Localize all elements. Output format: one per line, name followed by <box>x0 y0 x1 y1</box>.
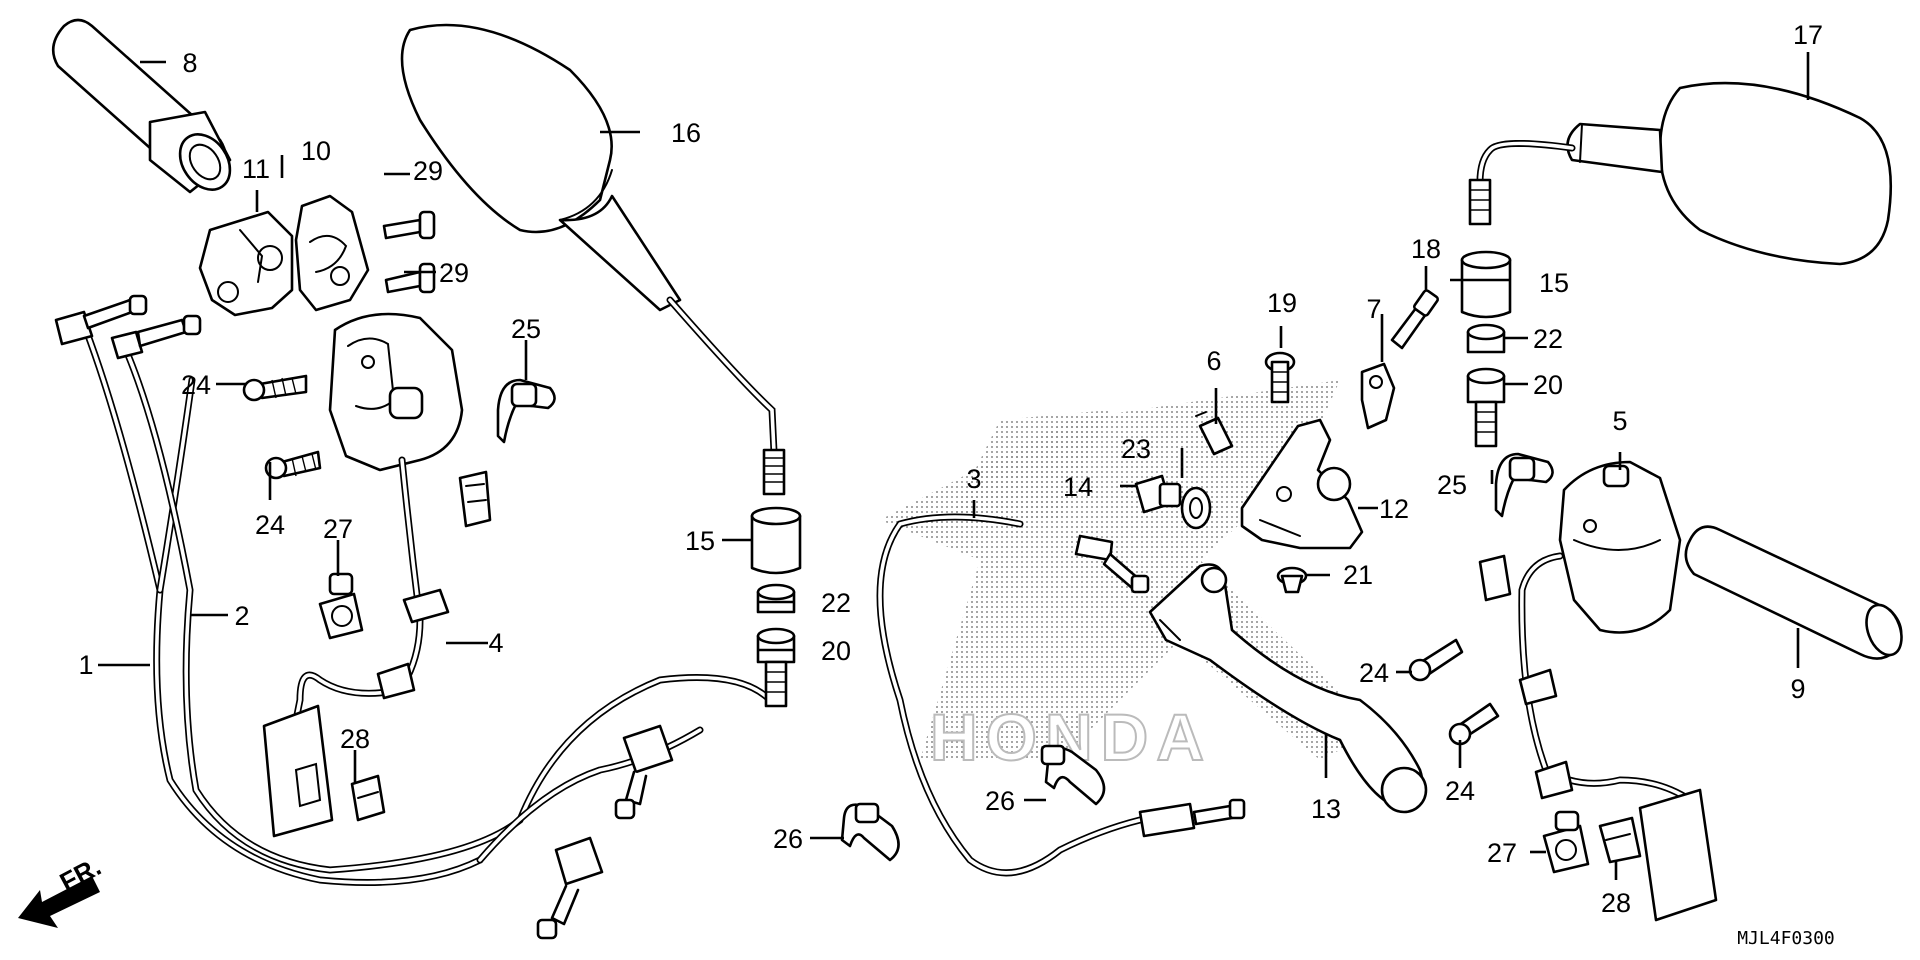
nut-23 <box>1180 486 1212 530</box>
callout-6: 6 <box>1206 346 1221 376</box>
callout-11: 11 <box>242 154 270 184</box>
callout-29-upper: 29 <box>413 156 443 186</box>
callout-18: 18 <box>1411 234 1441 264</box>
wire-clip-28-right <box>1598 816 1642 864</box>
callout-1: 1 <box>78 650 93 680</box>
nut-22-left <box>756 583 796 614</box>
callout-24-c: 24 <box>1359 658 1389 688</box>
cable-band-25-left <box>496 378 556 444</box>
callout-20-left: 20 <box>821 636 851 666</box>
bolt-14 <box>1134 474 1182 514</box>
callout-26-right: 26 <box>985 786 1015 816</box>
callout-12: 12 <box>1379 494 1409 524</box>
callout-17: 17 <box>1793 20 1823 50</box>
callout-7: 7 <box>1366 294 1381 324</box>
leader-lines <box>98 52 1810 880</box>
screw-29-upper <box>382 210 436 240</box>
diagram-code: MJL4F0300 <box>1737 928 1835 949</box>
bracket-holder-7 <box>1360 362 1396 430</box>
callout-29-lower: 29 <box>439 258 469 288</box>
callout-8: 8 <box>182 48 197 78</box>
cable-band-26-right <box>1040 744 1106 806</box>
callout-15-left: 15 <box>685 526 715 556</box>
left-switch-assembly <box>262 312 492 838</box>
cable-end-fittings <box>54 294 674 940</box>
callout-16: 16 <box>671 118 701 148</box>
callout-21: 21 <box>1343 560 1373 590</box>
screw-29-lower <box>384 262 436 294</box>
bolt-24-lower-left <box>264 450 322 480</box>
callout-26-left: 26 <box>773 824 803 854</box>
callout-20-right: 20 <box>1533 370 1563 400</box>
callout-22-left: 22 <box>821 588 851 618</box>
wire-clamp-27-left <box>318 572 364 640</box>
switch-clamp-lower <box>198 210 294 317</box>
mirror-adapter-cap-15-right <box>1460 250 1512 319</box>
screw-18 <box>1390 289 1439 350</box>
callout-14: 14 <box>1063 472 1093 502</box>
bolt-24-lower-right <box>1448 702 1500 746</box>
callout-2: 2 <box>234 601 249 631</box>
callout-15-right: 15 <box>1539 268 1569 298</box>
clutch-lever-bracket <box>1240 418 1364 550</box>
cable-band-26-left <box>840 802 900 862</box>
honda-watermark-text: HONDA <box>930 700 1212 774</box>
callout-23: 23 <box>1121 434 1151 464</box>
mirror-adapter-cap-15-left <box>750 506 802 575</box>
bolt-24-upper-right <box>1408 638 1464 682</box>
callout-5: 5 <box>1612 406 1627 436</box>
callout-27-right: 27 <box>1487 838 1517 868</box>
wire-clamp-27-right <box>1542 810 1590 874</box>
callout-10: 10 <box>301 136 331 166</box>
clutch-cable-3 <box>876 513 1246 877</box>
callout-24-b: 24 <box>255 510 285 540</box>
left-grip <box>51 18 232 194</box>
adapter-20-right <box>1466 367 1506 448</box>
right-switch-assembly <box>1478 460 1718 922</box>
left-mirror <box>400 23 786 496</box>
cable-band-25-right <box>1494 452 1554 518</box>
right-grip <box>1684 525 1903 660</box>
callout-numbers: 1 2 3 4 5 6 7 8 9 10 11 12 13 14 15 15 1… <box>78 20 1823 918</box>
throttle-cable-1 <box>82 326 484 886</box>
callout-24-a: 24 <box>181 370 211 400</box>
callout-19: 19 <box>1267 288 1297 318</box>
callout-25-left: 25 <box>511 314 541 344</box>
wire-clip-28-left <box>350 774 386 822</box>
pivot-bolt-19 <box>1264 351 1296 404</box>
right-mirror <box>1468 81 1892 266</box>
callout-25-right: 25 <box>1437 470 1467 500</box>
callout-28-left: 28 <box>340 724 370 754</box>
clutch-lever <box>1148 563 1428 814</box>
switch-clamp-upper <box>294 194 370 312</box>
callout-24-d: 24 <box>1445 776 1475 806</box>
front-direction-indicator: FR. <box>18 851 106 928</box>
callout-3: 3 <box>966 464 981 494</box>
switch-6 <box>1195 411 1234 456</box>
callout-13: 13 <box>1311 794 1341 824</box>
callout-4: 4 <box>488 628 503 658</box>
callout-28-right: 28 <box>1601 888 1631 918</box>
nut-22-right <box>1466 323 1506 354</box>
bolt-24-upper-left <box>242 374 308 402</box>
bolt-21 <box>1276 566 1308 594</box>
callout-22-right: 22 <box>1533 324 1563 354</box>
callout-9: 9 <box>1790 674 1805 704</box>
callout-27-left: 27 <box>323 514 353 544</box>
